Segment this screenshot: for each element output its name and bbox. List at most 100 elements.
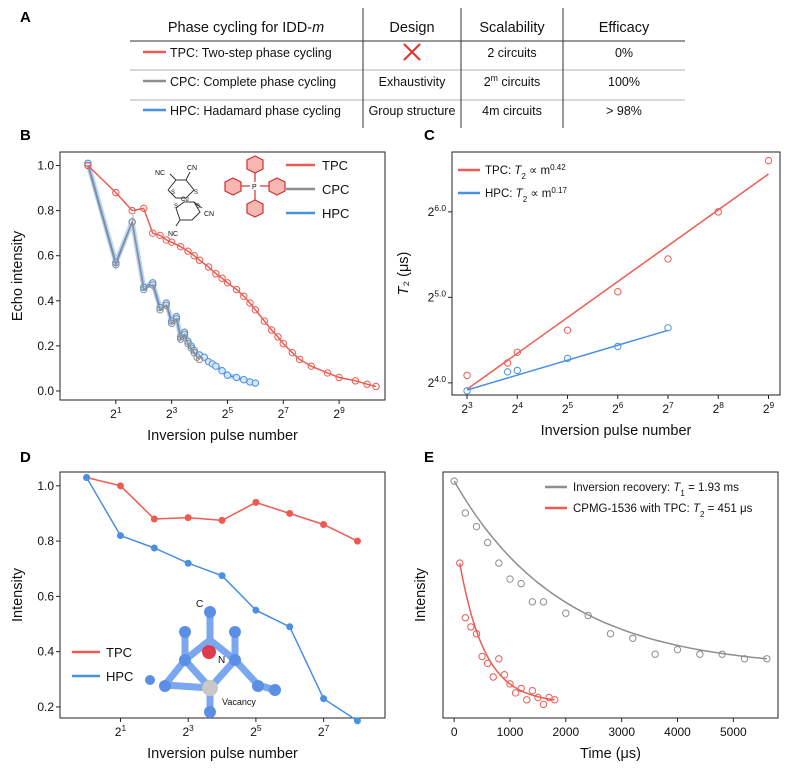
data-point-cpc	[195, 355, 204, 364]
x-tick-label: 26	[612, 400, 624, 416]
table-row-efficacy: 100%	[608, 75, 640, 89]
x-axis-label: Inversion pulse number	[147, 428, 298, 444]
series-line-hpc	[87, 163, 256, 384]
y-tick-label: 0.4	[37, 645, 54, 659]
s-label-4: S	[196, 204, 200, 210]
data-point-tpc	[472, 630, 481, 638]
data-point-cpc	[176, 335, 185, 343]
cu-dithiolene-icon	[167, 171, 203, 227]
table-row-scalability: 2m circuits	[484, 73, 541, 89]
data-point-tpc	[764, 156, 773, 165]
data-point-tpc	[461, 614, 470, 622]
carbon-label: C	[196, 599, 203, 610]
panel-label-a: A	[20, 9, 31, 26]
series-line-tpc	[87, 164, 377, 388]
data-point-tpc	[307, 362, 315, 370]
table-row-efficacy: 0%	[615, 46, 633, 60]
y-axis-label: Intensity	[10, 567, 26, 622]
table-row-label: TPC: Two-step phase cycling	[170, 46, 332, 60]
y-tick-label: 1.0	[37, 159, 54, 173]
x-tick-label: 25	[250, 723, 262, 739]
table-row-label: CPC: Complete phase cycling	[170, 75, 336, 89]
data-point-ir	[673, 645, 682, 654]
data-point-tpc	[246, 299, 254, 307]
data-point-tpc	[184, 247, 192, 255]
legend-e: Inversion recovery: T1 = 1.93 ms CPMG-153…	[545, 482, 753, 519]
data-point-hpc	[218, 366, 226, 375]
data-point-tpc	[268, 326, 276, 334]
data-point-hpc	[320, 695, 328, 703]
data-point-tpc	[335, 373, 343, 382]
molecule-inset: CN NC NC CN S S S S Cu P	[155, 155, 286, 238]
data-point-hpc	[116, 532, 124, 540]
data-point-tpc	[279, 339, 287, 348]
y-tick-label: 0.8	[37, 534, 54, 548]
panel-label-c: C	[424, 127, 435, 144]
y-axis-label: Echo intensity	[10, 230, 26, 321]
legend-label: HPC: T2 ∝ m0.17	[485, 186, 568, 204]
data-point-tpc	[495, 655, 503, 663]
fit-line-hpc	[466, 329, 669, 391]
data-point-tpc	[714, 208, 722, 216]
x-tick-label: 27	[278, 405, 290, 421]
table-row-efficacy: > 98%	[606, 104, 642, 118]
x-tick-label: 24	[512, 400, 524, 416]
data-point-hpc	[353, 717, 361, 725]
data-point-cpc	[167, 319, 176, 328]
y-tick-label: 24.0	[428, 374, 447, 390]
data-point-hpc	[513, 366, 521, 375]
x-tick-label: 21	[115, 723, 127, 739]
data-point-tpc	[112, 188, 120, 197]
data-point-tpc	[539, 700, 548, 709]
legend-label: TPC	[322, 158, 348, 173]
nv-center-inset: C N Vacancy	[145, 599, 281, 718]
x-tick-label: 5000	[720, 725, 747, 739]
x-tick-label: 21	[110, 405, 122, 421]
data-point-cpc	[172, 315, 181, 323]
x-tick-label: 23	[461, 400, 473, 416]
s-label-2: S	[194, 190, 198, 196]
data-point-tpc	[363, 380, 371, 388]
panel-label-e: E	[424, 449, 434, 466]
data-point-ir	[606, 630, 615, 638]
data-point-hpc	[232, 373, 241, 382]
data-point-tpc	[150, 515, 158, 523]
data-point-tpc	[550, 696, 559, 704]
data-point-ir	[651, 650, 659, 658]
legend-label: CPMG-1536 with TPC: T2 = 451 μs	[573, 503, 753, 519]
p-label: P	[252, 184, 257, 191]
data-point-tpc	[84, 161, 92, 170]
vacancy-label: Vacancy	[222, 697, 256, 707]
legend-label: HPC	[322, 206, 349, 221]
table-row-design: Group structure	[369, 104, 456, 118]
panel-label-b: B	[20, 127, 31, 144]
legend-label: Inversion recovery: T1 = 1.93 ms	[573, 482, 739, 498]
data-point-ir	[629, 634, 637, 642]
data-point-hpc	[252, 606, 260, 614]
data-point-hpc	[251, 379, 260, 387]
x-tick-label: 23	[182, 723, 194, 739]
x-axis-label: Inversion pulse number	[541, 423, 692, 439]
data-point-tpc	[251, 306, 260, 314]
nc-label-1: NC	[155, 170, 165, 177]
data-point-tpc	[372, 382, 380, 391]
data-point-ir	[718, 650, 726, 658]
data-point-ir	[461, 509, 470, 517]
table-row-scalability: 2 circuits	[487, 46, 536, 60]
data-point-ir	[483, 538, 492, 547]
data-point-tpc	[534, 693, 542, 702]
plot-frame	[451, 151, 781, 396]
data-point-tpc	[218, 274, 226, 282]
plot-frame	[442, 471, 779, 719]
data-point-tpc	[489, 673, 497, 681]
table-row-design: Exhaustivity	[379, 75, 446, 89]
data-point-ir	[495, 559, 503, 567]
s-label-3: S	[174, 204, 178, 210]
nitrogen-label: N	[218, 655, 225, 666]
y-tick-label: 0.0	[37, 384, 54, 398]
y-tick-label: 0.6	[37, 589, 54, 603]
data-point-tpc	[664, 255, 672, 263]
legend-label: TPC	[106, 645, 132, 660]
